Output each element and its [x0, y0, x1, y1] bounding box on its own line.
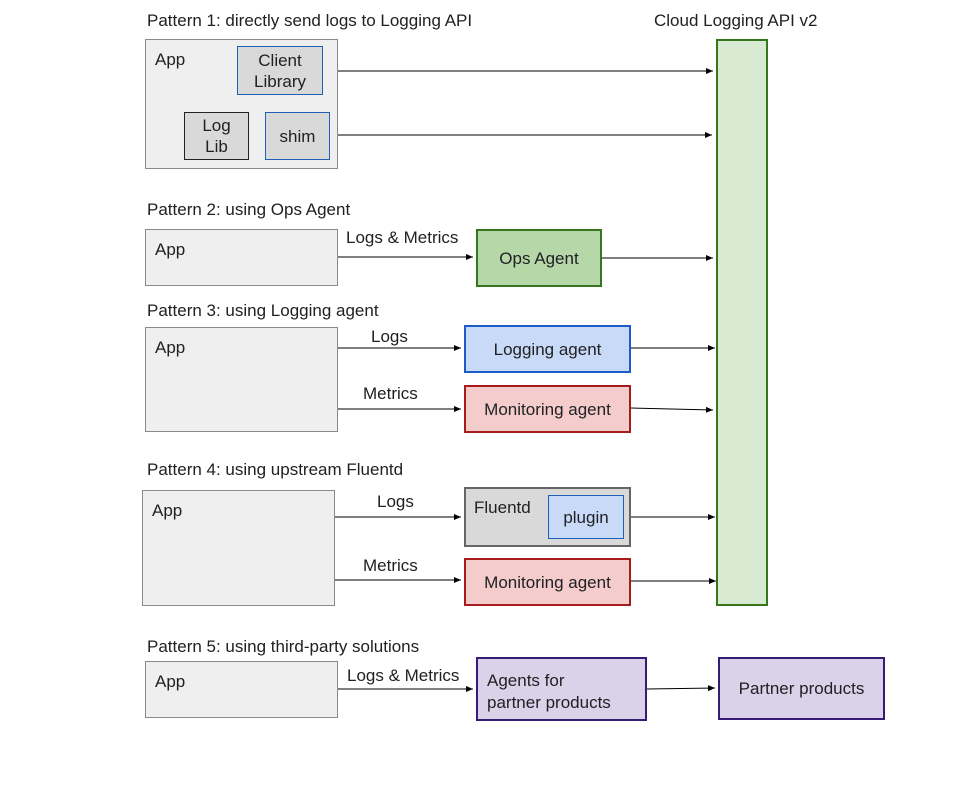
pattern5-arrow-label: Logs & Metrics	[347, 666, 460, 685]
pattern2-arrow-label: Logs & Metrics	[346, 228, 459, 247]
monitoring-agent-label-p4: Monitoring agent	[484, 572, 611, 592]
client-library-box: Client Library	[237, 46, 323, 95]
log-lib-line1: Log	[202, 116, 231, 135]
client-library-line1: Client	[258, 50, 302, 70]
pattern3-title: Pattern 3: using Logging agent	[147, 301, 379, 320]
pattern5-app-label: App	[155, 672, 186, 691]
pattern4-logs-label: Logs	[377, 492, 414, 511]
pattern2-app-label: App	[155, 240, 186, 259]
fluentd-label: Fluentd	[474, 498, 531, 517]
plugin-box: plugin	[548, 495, 624, 539]
pattern3-app-label: App	[155, 338, 186, 357]
pattern3-app-box: App	[145, 327, 338, 432]
pattern1-app-label: App	[155, 50, 186, 69]
pattern1-title: Pattern 1: directly send logs to Logging…	[147, 11, 473, 30]
client-library-line2: Library	[254, 71, 306, 91]
plugin-label: plugin	[563, 507, 609, 527]
cloud-logging-api-bar	[716, 39, 768, 606]
logging-agent-box: Logging agent	[464, 325, 631, 373]
monitoring-agent-label-p3: Monitoring agent	[484, 399, 611, 419]
ops-agent-box: Ops Agent	[476, 229, 602, 287]
pattern5-title: Pattern 5: using third-party solutions	[147, 637, 420, 656]
monitoring-agent-box-p4: Monitoring agent	[464, 558, 631, 606]
partner-agents-box: Agents for partner products	[476, 657, 647, 721]
arrow-monitoring-agent3-to-api	[630, 406, 714, 413]
api-title: Cloud Logging API v2	[654, 11, 818, 30]
shim-label: shim	[279, 126, 316, 146]
pattern4-title: Pattern 4: using upstream Fluentd	[147, 460, 404, 479]
arrow-partner-agents-to-partner-products	[646, 685, 716, 692]
partner-products-label: Partner products	[738, 679, 865, 698]
ops-agent-label: Ops Agent	[499, 248, 579, 268]
partner-products-box: Partner products	[718, 657, 885, 720]
monitoring-agent-box-p3: Monitoring agent	[464, 385, 631, 433]
partner-agents-line1: Agents for	[487, 671, 565, 690]
log-lib-box: Log Lib	[184, 112, 249, 160]
pattern4-app-label: App	[152, 501, 183, 520]
pattern2-app-box: App	[145, 229, 338, 286]
pattern2-title: Pattern 2: using Ops Agent	[147, 200, 351, 219]
logging-agent-label: Logging agent	[493, 339, 602, 359]
partner-agents-line2: partner products	[487, 693, 611, 712]
log-lib-line2: Lib	[205, 137, 228, 156]
pattern3-logs-label: Logs	[371, 327, 408, 346]
pattern4-metrics-label: Metrics	[363, 556, 418, 575]
shim-box: shim	[265, 112, 330, 160]
pattern5-app-box: App	[145, 661, 338, 718]
pattern4-app-box: App	[142, 490, 335, 606]
pattern3-metrics-label: Metrics	[363, 384, 418, 403]
